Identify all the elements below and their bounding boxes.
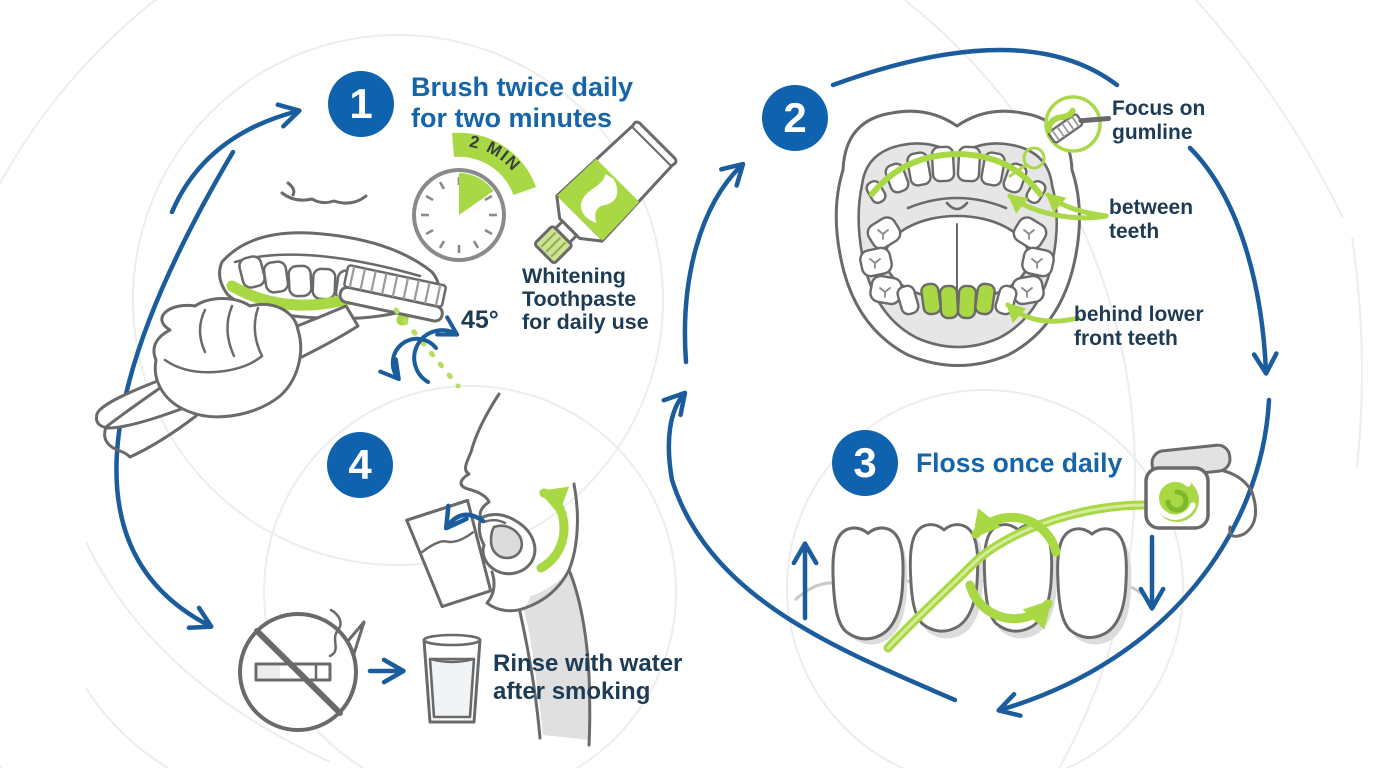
angle-label: 45° (461, 306, 499, 334)
label-between-teeth: between teeth (1109, 196, 1193, 243)
toothpaste-note-line3: for daily use (522, 310, 649, 334)
brushing-mouth-icon (95, 181, 447, 459)
gumline-highlight (869, 151, 1043, 197)
swish-arrow (536, 486, 570, 573)
cycle-arrow-bottom-to-step2-upper (682, 161, 746, 365)
rinse-note-line2: after smoking (493, 678, 651, 705)
label-between-teeth-line1: between (1109, 196, 1194, 219)
nose-icon (280, 191, 368, 205)
label-behind-lower-line1: behind lower (1074, 303, 1204, 326)
label-behind-lower: behind lower front teeth (1074, 303, 1204, 350)
step1-title-line1: Brush twice daily (411, 72, 634, 102)
step3-title: Floss once daily (916, 448, 1123, 478)
label-behind-lower-line2: front teeth (1074, 326, 1178, 350)
angle-rotation-arrows (378, 307, 461, 389)
step2-pointer-arrows (1005, 192, 1109, 324)
cycle-arrow-into-step1 (169, 102, 302, 215)
hand-icon (152, 297, 303, 419)
cycle-arrow-bottom-to-step2-lower (661, 390, 958, 703)
gumline-toothbrush-magnifier-icon (1008, 95, 1112, 178)
toothpaste-note-line1: Whitening (522, 264, 626, 288)
cycle-arrows (114, 47, 1279, 718)
step4-number: 4 (348, 441, 372, 488)
step1-title-line2: for two minutes (411, 103, 612, 133)
step2-badge: 2 (762, 85, 828, 151)
toothpaste-note-line2: Toothpaste (522, 287, 637, 311)
step4-badge: 4 (327, 432, 393, 498)
step3-badge: 3 (832, 430, 898, 496)
rinsing-face-icon (459, 392, 592, 747)
label-between-teeth-line2: teeth (1109, 219, 1160, 243)
cycle-arrow-step1-to-step4 (114, 149, 236, 630)
flossing-teeth-icon (791, 500, 1166, 653)
toothpaste-tube-icon (533, 120, 678, 265)
step1-title: Brush twice daily for two minutes (411, 72, 633, 134)
step2-number: 2 (783, 94, 807, 141)
open-mouth-icon (834, 109, 1081, 367)
rinse-note-line1: Rinse with water (493, 650, 683, 677)
label-focus-gumline-line1: Focus on (1112, 97, 1206, 120)
cycle-arrow-step3-to-step4 (996, 397, 1272, 718)
label-focus-gumline-line2: gumline (1112, 120, 1193, 144)
floss-dispenser-icon (1144, 443, 1258, 538)
no-smoking-icon (238, 608, 366, 732)
toothpaste-note: Whitening Toothpaste for daily use (522, 265, 649, 334)
two-minute-timer-icon: 2 MIN (412, 132, 536, 262)
step3-number: 3 (853, 439, 877, 486)
step1-number: 1 (349, 80, 373, 127)
cycle-arrow-step2-top (830, 47, 1120, 88)
label-focus-gumline: Focus on gumline (1112, 97, 1205, 144)
step1-badge: 1 (328, 71, 394, 137)
rinse-note: Rinse with water after smoking (493, 650, 682, 706)
water-glass-icon (367, 633, 482, 724)
rinsing-glass-icon (405, 498, 493, 609)
cycle-arrow-step2-to-step3 (1187, 145, 1279, 376)
